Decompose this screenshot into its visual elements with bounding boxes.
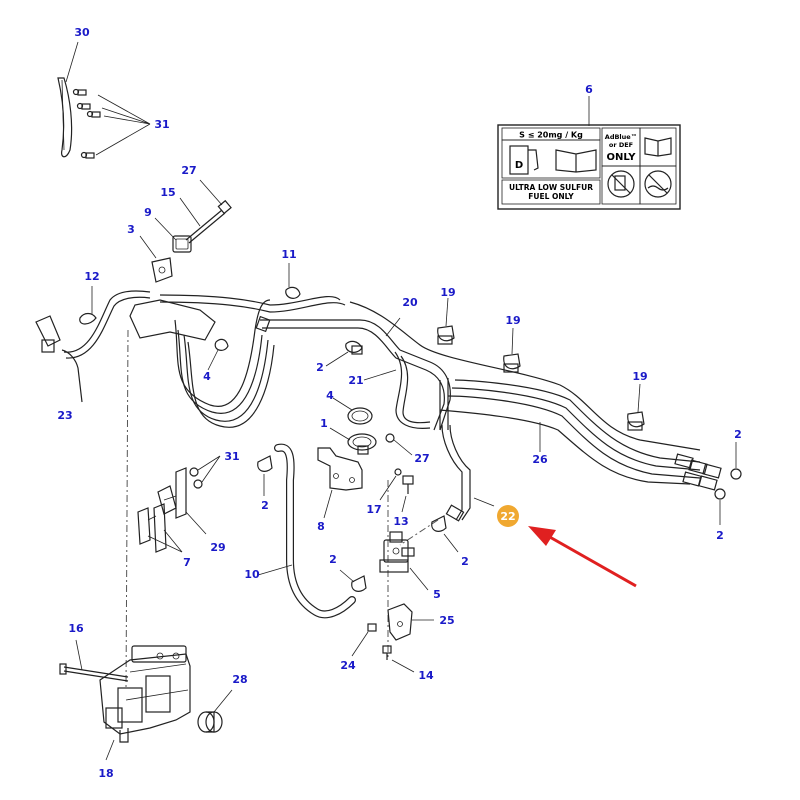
part-18-pump: [99, 645, 191, 743]
callout-29[interactable]: 29: [210, 541, 225, 554]
decal-6: S ≤ 20mg / Kg D AdBlue™ or DEF ONLY ULTR…: [497, 124, 681, 210]
part-29-bracket: [157, 467, 187, 519]
hose-21-20: [260, 319, 451, 431]
part-2-clip-d: [431, 515, 447, 532]
part-30-bracket: [57, 77, 73, 158]
part-8-bracket: [317, 447, 363, 491]
hose-10: [274, 443, 356, 619]
decal-pump-letter: D: [515, 160, 523, 171]
part-31-bolts: [72, 88, 101, 159]
callout-19[interactable]: 19: [505, 314, 520, 327]
callout-5[interactable]: 5: [433, 588, 441, 601]
callout-18[interactable]: 18: [98, 767, 113, 780]
part-4-clip-left: [214, 338, 229, 351]
part-14-bolt: [382, 645, 392, 660]
part-19-clip-2: [503, 353, 521, 373]
part-7-bracket: [137, 503, 167, 553]
callout-3[interactable]: 3: [127, 223, 135, 236]
part-15-bolt: [185, 199, 232, 244]
decal-adblue-line2: or DEF: [609, 141, 633, 149]
red-arrow-icon: [528, 526, 637, 588]
callout-2[interactable]: 2: [716, 529, 724, 542]
callout-labels: 30 31 6 27 15 9 3 11 12 20 19 19 19 2 21…: [57, 26, 741, 780]
callout-27[interactable]: 27: [414, 452, 429, 465]
highlight-callout-22[interactable]: 22: [497, 505, 519, 527]
part-28-spacer: [197, 711, 223, 733]
callout-4[interactable]: 4: [326, 389, 334, 402]
harness-main: [129, 294, 346, 428]
part-12-clip: [79, 312, 97, 325]
callout-31[interactable]: 31: [224, 450, 239, 463]
callout-7[interactable]: 7: [183, 556, 191, 569]
part-19-clip-3: [627, 411, 645, 431]
part-9-clamp: [172, 235, 192, 253]
callout-6[interactable]: 6: [585, 83, 593, 96]
part-1-clamp: [347, 433, 377, 455]
book-icon: [555, 149, 597, 173]
part-27-bolt: [385, 433, 395, 443]
callout-2[interactable]: 2: [329, 553, 337, 566]
callout-2[interactable]: 2: [316, 361, 324, 374]
fuel-pump-icon: [509, 145, 529, 175]
callout-12[interactable]: 12: [84, 270, 99, 283]
callout-8[interactable]: 8: [317, 520, 325, 533]
callout-19[interactable]: 19: [440, 286, 455, 299]
part-2-clip-right-bottom: [714, 488, 726, 500]
callout-26[interactable]: 26: [532, 453, 548, 466]
hose-26: [349, 301, 701, 485]
callout-24[interactable]: 24: [340, 659, 356, 672]
part-11-clip: [285, 286, 301, 299]
callout-1[interactable]: 1: [320, 417, 328, 430]
callout-15[interactable]: 15: [160, 186, 175, 199]
callout-2[interactable]: 2: [734, 428, 742, 441]
callout-21[interactable]: 21: [348, 374, 363, 387]
part-5-valve: [379, 531, 415, 573]
decal-ulsd-line2: FUEL ONLY: [528, 192, 574, 201]
callout-28[interactable]: 28: [232, 673, 247, 686]
part-2-clip-right-top: [730, 468, 742, 480]
hose-end-fittings: [674, 453, 722, 491]
hose-23: [35, 290, 151, 403]
callout-16[interactable]: 16: [68, 622, 84, 635]
part-3-clamp: [151, 257, 173, 283]
part-17-washer: [394, 468, 402, 476]
part-13-bolt: [402, 475, 414, 494]
callout-14[interactable]: 14: [418, 669, 434, 682]
part-25-bracket: [387, 603, 413, 641]
part-4-clamp: [347, 407, 373, 425]
part-2-clip-a: [345, 340, 363, 355]
callout-17[interactable]: 17: [366, 503, 381, 516]
decal-adblue-line1: AdBlue™: [605, 133, 637, 141]
callout-10[interactable]: 10: [244, 568, 260, 581]
callout-11[interactable]: 11: [281, 248, 296, 261]
callout-13[interactable]: 13: [393, 515, 408, 528]
callout-31[interactable]: 31: [154, 118, 169, 131]
callout-27[interactable]: 27: [181, 164, 196, 177]
callout-20[interactable]: 20: [402, 296, 418, 309]
part-16-bolt: [59, 663, 129, 682]
decal-ulsd-line1: ULTRA LOW SULFUR: [509, 183, 593, 192]
decal-adblue-only: ONLY: [607, 152, 637, 163]
callout-2[interactable]: 2: [461, 555, 469, 568]
part-2-clip-c: [351, 575, 367, 592]
part-24-bolt: [367, 623, 377, 632]
part-2-clip-b: [257, 455, 273, 472]
part-31-bolts-lower: [189, 467, 203, 489]
no-fuel-can-icon: [607, 170, 635, 198]
callout-22: 22: [500, 510, 515, 523]
callout-30[interactable]: 30: [74, 26, 90, 39]
callout-9[interactable]: 9: [144, 206, 152, 219]
callout-2[interactable]: 2: [261, 499, 269, 512]
part-19-clip-1: [437, 325, 455, 345]
callout-23[interactable]: 23: [57, 409, 72, 422]
no-water-icon: [644, 170, 672, 198]
decal-sulfur-spec: S ≤ 20mg / Kg: [519, 131, 583, 140]
callout-19[interactable]: 19: [632, 370, 647, 383]
book-icon-2: [644, 137, 672, 157]
callout-25[interactable]: 25: [439, 614, 454, 627]
hose-22: [441, 424, 471, 522]
callout-4[interactable]: 4: [203, 370, 211, 383]
